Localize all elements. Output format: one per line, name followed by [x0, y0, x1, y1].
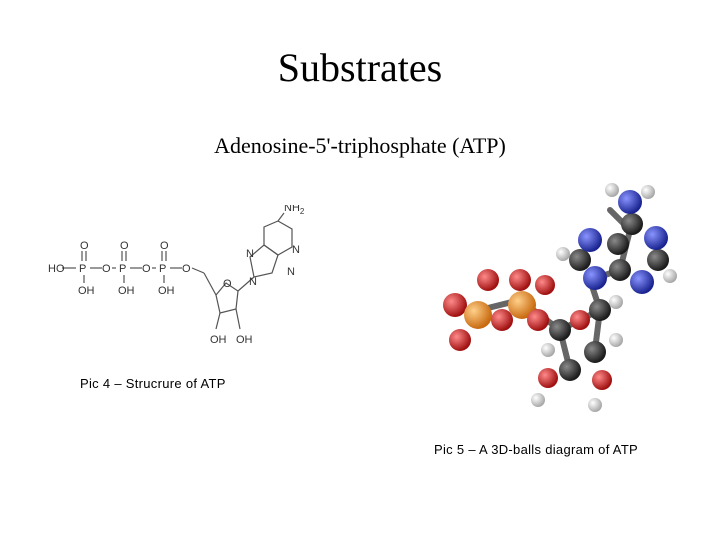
oh-label-3: OH: [158, 285, 175, 297]
nitrogen-atom: [644, 226, 668, 250]
oxygen-atom: [443, 293, 467, 317]
caption-structure: Pic 4 – Strucrure of ATP: [80, 376, 226, 391]
ho-label: HO: [48, 263, 65, 275]
oh-label-1: OH: [78, 285, 95, 297]
oxygen-atom: [535, 275, 555, 295]
carbon-atom: [584, 341, 606, 363]
oxygen-atom: [449, 329, 471, 351]
nitrogen-atom: [630, 270, 654, 294]
slide-subtitle: Adenosine-5'-triphosphate (ATP): [214, 133, 506, 158]
n-label-3: N: [292, 244, 300, 256]
oh-label-2: OH: [118, 285, 135, 297]
o-label-4: O: [80, 240, 89, 252]
slide-title: Substrates: [277, 45, 443, 90]
hydrogen-atom: [609, 333, 623, 347]
hydrogen-atom: [605, 183, 619, 197]
oxygen-atom: [527, 309, 549, 331]
o-label-1: O: [102, 263, 111, 275]
phosphorus-atom: [508, 291, 536, 319]
o-label-3: O: [182, 263, 191, 275]
carbon-atom: [647, 249, 669, 271]
p-label-3: P: [159, 263, 166, 275]
p-label-1: P: [79, 263, 86, 275]
n-label-1: N: [249, 276, 257, 288]
phosphorus-atom: [464, 301, 492, 329]
hydrogen-atom: [663, 269, 677, 283]
hydrogen-atom: [641, 185, 655, 199]
o-label-5: O: [120, 240, 129, 252]
carbon-atom: [609, 259, 631, 281]
carbon-atom: [559, 359, 581, 381]
atp-3d-balls-diagram: [443, 183, 677, 412]
atp-structure-diagram: HO P O P O P O O O O OH OH OH O OH OH N …: [48, 205, 305, 346]
caption-3d-balls: Pic 5 – A 3D-balls diagram of ATP: [434, 442, 639, 457]
nitrogen-atom: [583, 266, 607, 290]
p-label-2: P: [119, 263, 126, 275]
hydrogen-atom: [556, 247, 570, 261]
o-label-6: O: [160, 240, 169, 252]
oxygen-atom: [570, 310, 590, 330]
hydrogen-atom: [531, 393, 545, 407]
carbon-atom: [589, 299, 611, 321]
n-label-2: N: [246, 248, 254, 260]
nitrogen-atom: [578, 228, 602, 252]
oxygen-atom: [509, 269, 531, 291]
nh2-label: NH2: [284, 205, 305, 216]
nitrogen-atom: [618, 190, 642, 214]
oxygen-atom: [491, 309, 513, 331]
oh-label-4: OH: [210, 334, 227, 346]
o-label-2: O: [142, 263, 151, 275]
o-label-ring: O: [223, 278, 232, 290]
hydrogen-atom: [609, 295, 623, 309]
oh-label-5: OH: [236, 334, 253, 346]
oxygen-atom: [538, 368, 558, 388]
oxygen-atom: [477, 269, 499, 291]
carbon-atom: [607, 233, 629, 255]
carbon-atom: [569, 249, 591, 271]
hydrogen-atom: [588, 398, 602, 412]
n-label-4: N: [287, 266, 295, 278]
carbon-atom: [621, 213, 643, 235]
hydrogen-atom: [541, 343, 555, 357]
carbon-atom: [549, 319, 571, 341]
oxygen-atom: [592, 370, 612, 390]
